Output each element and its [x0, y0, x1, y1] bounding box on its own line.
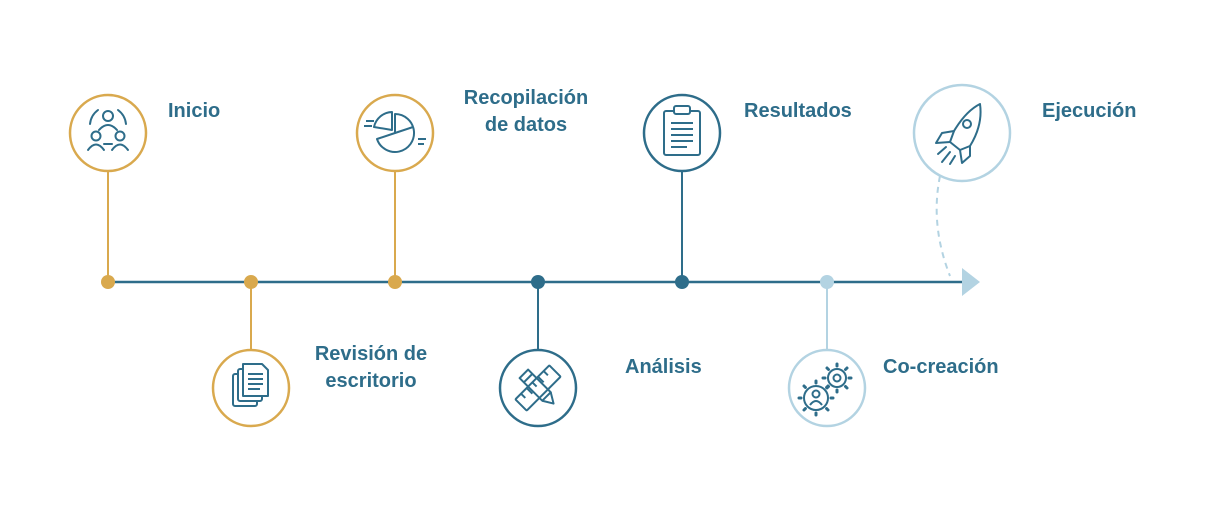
- label-revision: Revisión de escritorio: [314, 343, 428, 392]
- people-network-icon: [87, 109, 129, 151]
- connector-ejecucion-dashed: [935, 175, 951, 277]
- label-analisis: Análisis: [625, 356, 702, 378]
- timeline-arrowhead: [962, 268, 980, 296]
- label-inicio: Inicio: [168, 100, 221, 122]
- label-cocreacion: Co-creación: [883, 356, 999, 378]
- documents-icon: [232, 363, 269, 407]
- label-ejecucion: Ejecución: [1042, 100, 1137, 122]
- dot-resultados: [675, 275, 689, 289]
- label-resultados: Resultados: [744, 100, 852, 122]
- circle-inicio: [68, 93, 148, 173]
- dot-recopilacion: [388, 275, 402, 289]
- dot-analisis: [531, 275, 545, 289]
- circle-analisis: [498, 348, 578, 428]
- rocket-icon: [935, 103, 982, 165]
- label-recopilacion: Recopilación de datos: [463, 87, 589, 136]
- dot-cocreacion: [820, 275, 834, 289]
- gears-person-icon: [797, 362, 853, 417]
- clipboard-icon: [663, 105, 701, 156]
- dot-inicio: [101, 275, 115, 289]
- circle-ejecucion: [912, 83, 1012, 183]
- pie-chart-icon: [364, 111, 426, 153]
- dot-revision: [244, 275, 258, 289]
- pencil-ruler-icon: [514, 364, 562, 412]
